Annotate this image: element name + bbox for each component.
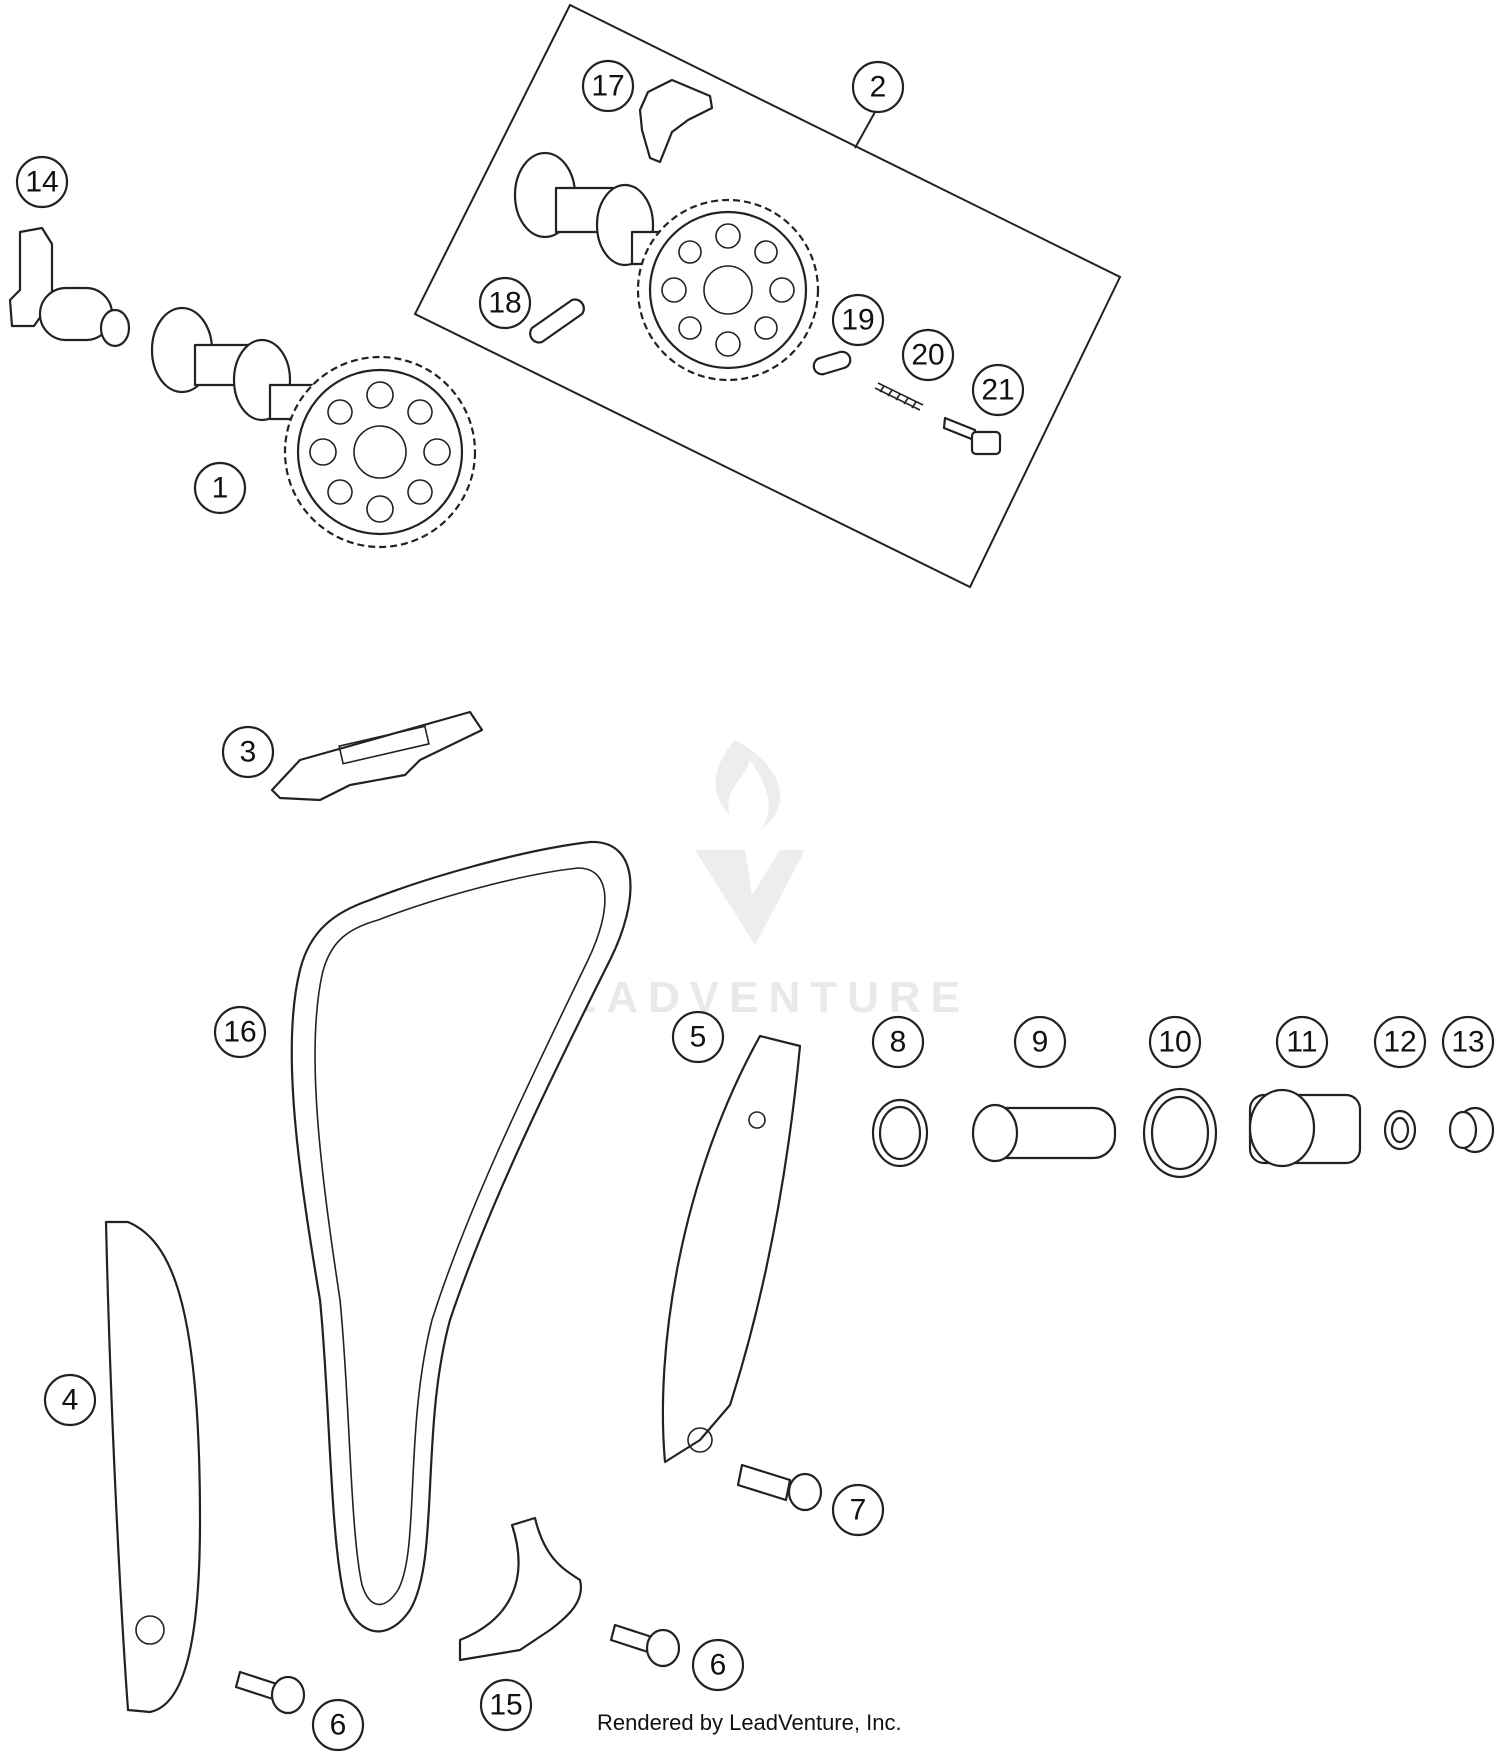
callout-3: 3 — [221, 725, 275, 779]
callout-8: 8 — [871, 1015, 925, 1069]
callout-15: 15 — [479, 1678, 533, 1732]
callout-1: 1 — [193, 461, 247, 515]
part-5-tensioner-rail — [661, 1034, 802, 1464]
part-7-bolt — [736, 1463, 823, 1512]
svg-text:6: 6 — [330, 1709, 347, 1742]
camshaft-kit-outline — [413, 3, 1122, 589]
callout-18: 18 — [478, 276, 532, 330]
part-10-seal-ring — [1142, 1087, 1218, 1179]
part-8-o-ring — [871, 1098, 929, 1168]
callout-5: 5 — [671, 1010, 725, 1064]
part-20-spring — [874, 382, 924, 411]
part-2-camshaft-assembly — [513, 151, 820, 382]
part-16-timing-chain — [290, 840, 632, 1633]
part-6-bolt-1 — [234, 1670, 306, 1715]
svg-text:20: 20 — [911, 339, 944, 372]
svg-text:16: 16 — [223, 1016, 256, 1049]
part-19-pin — [812, 350, 852, 376]
svg-text:15: 15 — [489, 1689, 522, 1722]
render-credit: Rendered by LeadVenture, Inc. — [597, 1710, 902, 1735]
callout-6-right: 6 — [691, 1638, 745, 1692]
svg-text:3: 3 — [240, 736, 257, 769]
svg-text:5: 5 — [690, 1021, 707, 1054]
svg-text:12: 12 — [1383, 1026, 1416, 1059]
part-17-decompressor-lever — [638, 78, 714, 164]
part-12-washer — [1383, 1109, 1417, 1151]
callout-21: 21 — [971, 363, 1025, 417]
callout-2: 2 — [851, 60, 905, 114]
callout-12: 12 — [1373, 1015, 1427, 1069]
callout-16: 16 — [213, 1005, 267, 1059]
svg-text:7: 7 — [850, 1494, 867, 1527]
svg-text:9: 9 — [1032, 1026, 1049, 1059]
part-11-screw-plug — [1248, 1088, 1362, 1168]
svg-text:13: 13 — [1451, 1026, 1484, 1059]
svg-text:6: 6 — [710, 1649, 727, 1682]
part-13-screw — [1448, 1106, 1495, 1154]
flame-logo-icon — [715, 740, 781, 830]
svg-text:14: 14 — [25, 166, 58, 199]
callout-6-left: 6 — [311, 1698, 365, 1752]
svg-text:1: 1 — [212, 472, 229, 505]
callout-10: 10 — [1148, 1015, 1202, 1069]
leader-2 — [854, 111, 876, 149]
part-9-tensioner-plunger — [971, 1103, 1117, 1163]
watermark-brand-text: LEADVENTURE — [530, 973, 970, 1022]
part-1-camshaft — [150, 306, 477, 549]
svg-text:19: 19 — [841, 304, 874, 337]
callout-17: 17 — [581, 59, 635, 113]
part-15-guide-rail — [458, 1516, 583, 1662]
svg-text:10: 10 — [1158, 1026, 1191, 1059]
callout-9: 9 — [1013, 1015, 1067, 1069]
callout-19: 19 — [831, 293, 885, 347]
v-logo-icon — [695, 850, 805, 945]
svg-text:11: 11 — [1286, 1026, 1317, 1059]
svg-text:8: 8 — [890, 1026, 907, 1059]
part-21-screw — [942, 416, 1002, 456]
svg-text:21: 21 — [981, 374, 1014, 407]
svg-text:2: 2 — [870, 71, 887, 104]
part-6-bolt-2 — [609, 1623, 681, 1668]
svg-text:17: 17 — [591, 70, 624, 103]
callout-13: 13 — [1441, 1015, 1495, 1069]
leadventure-watermark: LEADVENTURE — [530, 740, 970, 1022]
svg-text:18: 18 — [488, 287, 521, 320]
part-3-guide-rail — [270, 710, 484, 802]
callout-4: 4 — [43, 1373, 97, 1427]
part-4-guide-rail — [104, 1220, 202, 1714]
callout-20: 20 — [901, 328, 955, 382]
callout-14: 14 — [15, 155, 69, 209]
part-18-pin — [529, 298, 585, 344]
svg-text:4: 4 — [62, 1384, 79, 1417]
part-14-camshaft-bearing — [8, 226, 131, 348]
callout-11: 11 — [1275, 1015, 1329, 1069]
callout-7: 7 — [831, 1483, 885, 1537]
